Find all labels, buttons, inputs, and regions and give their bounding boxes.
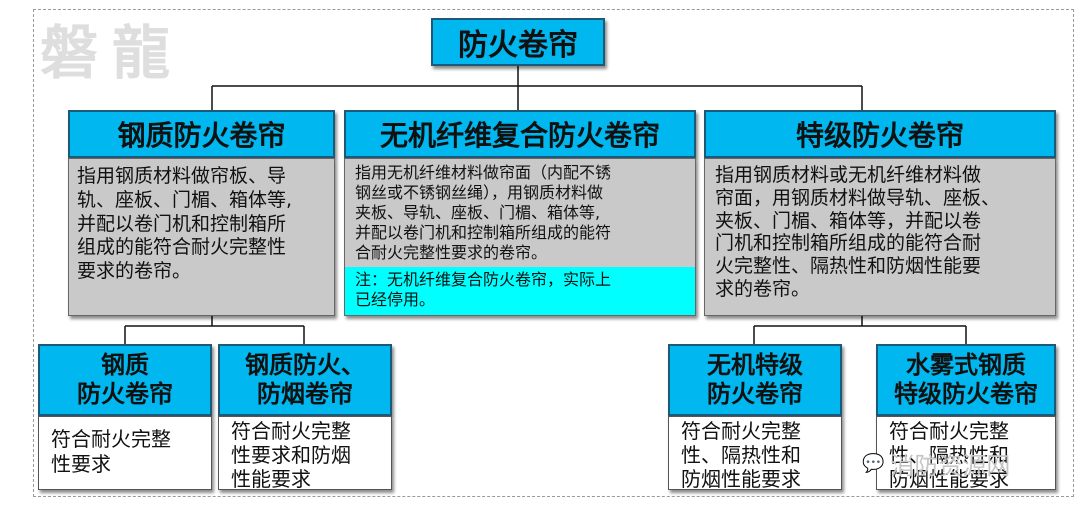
category-fiber-desc: 指用无机纤维材料做帘面（内配不锈 钢丝或不锈钢丝绳），用钢质材料做 夹板、导轨、… <box>355 163 612 262</box>
subtype-fiber-special-title: 无机特级 防火卷帘 <box>668 344 842 416</box>
subtype-steel-smoke-title: 钢质防火、 防烟卷帘 <box>218 344 392 416</box>
category-special-desc: 指用钢质材料或无机纤维材料做 帘面，用钢质材料做导轨、座板、 夹板、门楣、箱体等… <box>704 158 1056 316</box>
category-fiber-title-box: 无机纤维复合防火卷帘 <box>344 110 696 158</box>
root-title-box: 防火卷帘 <box>431 18 605 66</box>
category-steel-title: 钢质防火卷帘 <box>117 119 286 152</box>
subtype-mist-steel-title: 水雾式钢质 特级防火卷帘 <box>876 344 1056 416</box>
category-special-title-box: 特级防火卷帘 <box>704 110 1056 158</box>
subtype-steel-title: 钢质 防火卷帘 <box>38 344 212 416</box>
brand-watermark: 💬 消防资源网 <box>862 446 1010 481</box>
category-fiber-title: 无机纤维复合防火卷帘 <box>379 119 660 152</box>
category-special-title: 特级防火卷帘 <box>795 119 964 152</box>
category-steel-desc: 指用钢质材料做帘板、导 轨、座板、门楣、箱体等, 并配以卷门机和控制箱所 组成的… <box>68 158 335 316</box>
subtype-steel-smoke-desc: 符合耐火完整 性要求和防烟 性能要求 <box>218 416 392 491</box>
watermark-logo: 磐龍 <box>40 19 185 87</box>
category-steel-title-box: 钢质防火卷帘 <box>68 110 335 158</box>
brand-text: 消防资源网 <box>890 452 1011 480</box>
outer-dashed-frame <box>33 9 1074 497</box>
category-fiber-note: 注：无机纤维复合防火卷帘，实际上 已经停用。 <box>345 267 695 315</box>
subtype-fiber-special-desc: 符合耐火完整 性、隔热性和 防烟性能要求 <box>668 416 842 491</box>
subtype-mist-steel-desc: 符合耐火完整 性、隔热性和 防烟性能要求 <box>876 416 1056 491</box>
root-title: 防火卷帘 <box>458 28 578 63</box>
category-fiber-body: 指用无机纤维材料做帘面（内配不锈 钢丝或不锈钢丝绳），用钢质材料做 夹板、导轨、… <box>344 158 696 316</box>
chat-bubble-icon: 💬 <box>862 453 885 474</box>
subtype-steel-desc: 符合耐火完整 性要求 <box>38 416 212 490</box>
